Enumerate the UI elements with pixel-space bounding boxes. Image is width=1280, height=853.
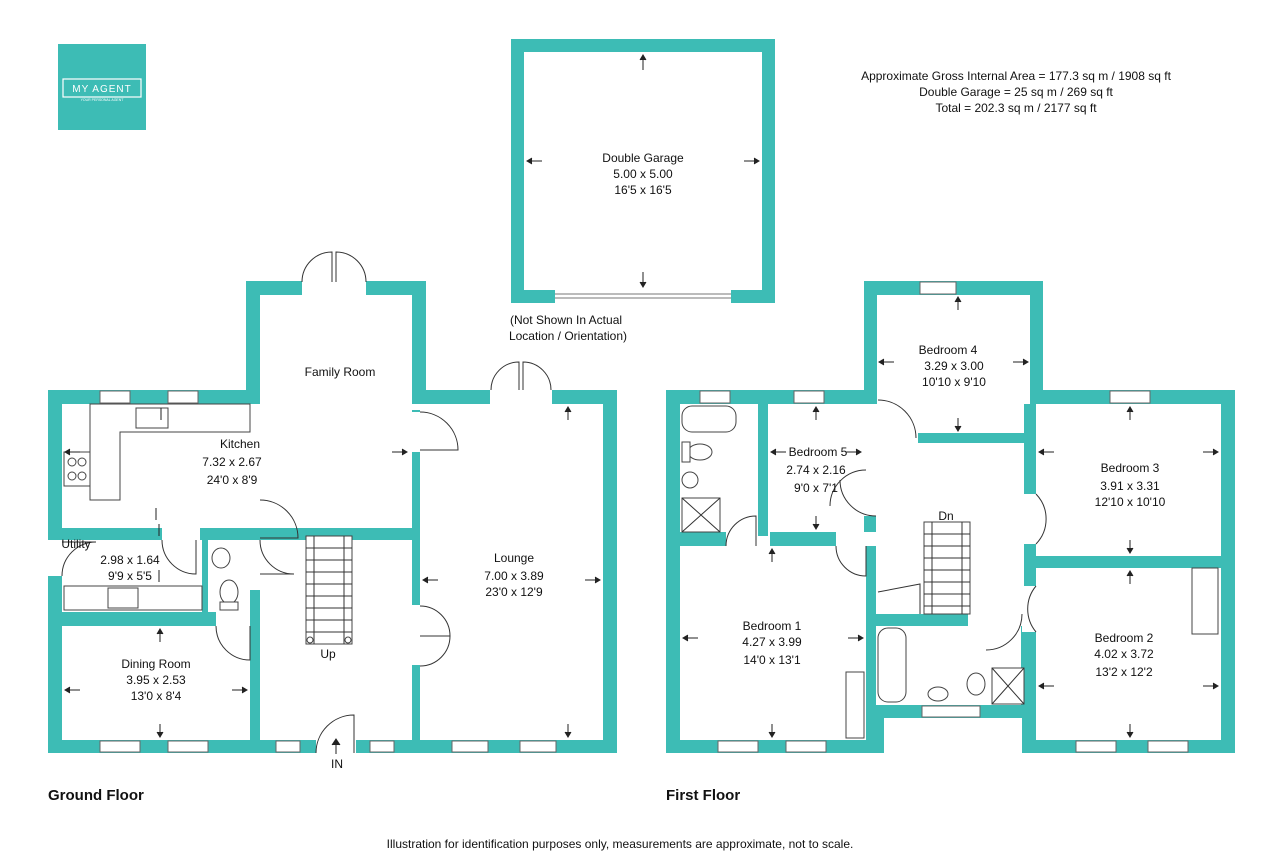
ground-floor-plan: Family Room Kitchen 7.32 x 2.67 24'0 x 8… bbox=[48, 251, 617, 771]
bedroom3-name: Bedroom 3 bbox=[1101, 461, 1160, 475]
bedroom5-metric: 2.74 x 2.16 bbox=[786, 463, 846, 477]
bedroom1-metric: 4.27 x 3.99 bbox=[742, 635, 802, 649]
bedroom4-metric: 3.29 x 3.00 bbox=[924, 359, 984, 373]
double-garage: Double Garage 5.00 x 5.00 16'5 x 16'5 bbox=[511, 39, 775, 303]
garage-note-line1: (Not Shown In Actual bbox=[510, 313, 622, 327]
ground-stairs bbox=[305, 535, 353, 645]
agent-logo: MY AGENT YOUR PERSONAL AGENT bbox=[58, 44, 146, 130]
garage-metric: 5.00 x 5.00 bbox=[613, 167, 673, 181]
bedroom4-name: Bedroom 4 bbox=[919, 343, 978, 357]
first-stairs bbox=[877, 521, 971, 615]
entrance-label: IN bbox=[331, 757, 343, 771]
family-room-name: Family Room bbox=[305, 365, 376, 379]
first-floor-title: First Floor bbox=[666, 787, 740, 804]
bedroom3-imperial: 12'10 x 10'10 bbox=[1095, 495, 1166, 509]
lounge-imperial: 23'0 x 12'9 bbox=[485, 585, 543, 599]
area-garage-text: Double Garage = 25 sq m / 269 sq ft bbox=[919, 85, 1113, 99]
area-total-text: Total = 202.3 sq m / 2177 sq ft bbox=[935, 101, 1097, 115]
bedroom5-imperial: 9'0 x 7'1 bbox=[794, 481, 838, 495]
bedroom4-imperial: 10'10 x 9'10 bbox=[922, 375, 986, 389]
bedroom2-imperial: 13'2 x 12'2 bbox=[1095, 665, 1153, 679]
garage-note-line2: Location / Orientation) bbox=[509, 329, 627, 343]
first-floor-plan: Bedroom 4 3.29 x 3.00 10'10 x 9'10 Bedro… bbox=[666, 281, 1235, 753]
area-summary: Approximate Gross Internal Area = 177.3 … bbox=[861, 69, 1171, 115]
bedroom1-name: Bedroom 1 bbox=[743, 619, 802, 633]
ground-floor-title: Ground Floor bbox=[48, 787, 144, 804]
logo-brand-text: MY AGENT bbox=[72, 84, 132, 95]
disclaimer-text: Illustration for identification purposes… bbox=[387, 837, 854, 851]
bedroom2-name: Bedroom 2 bbox=[1095, 631, 1154, 645]
first-stairs-label: Dn bbox=[938, 509, 953, 523]
garage-imperial: 16'5 x 16'5 bbox=[614, 183, 672, 197]
dining-room-imperial: 13'0 x 8'4 bbox=[131, 689, 182, 703]
lounge-name: Lounge bbox=[494, 551, 534, 565]
ground-stairs-label: Up bbox=[320, 647, 336, 661]
bedroom1-imperial: 14'0 x 13'1 bbox=[743, 653, 801, 667]
logo-tagline-text: YOUR PERSONAL AGENT bbox=[81, 98, 125, 102]
bedroom2-metric: 4.02 x 3.72 bbox=[1094, 647, 1154, 661]
utility-metric: 2.98 x 1.64 bbox=[100, 553, 160, 567]
kitchen-imperial: 24'0 x 8'9 bbox=[207, 473, 258, 487]
utility-imperial: 9'9 x 5'5 bbox=[108, 569, 152, 583]
kitchen-metric: 7.32 x 2.67 bbox=[202, 455, 262, 469]
bedroom5-name: Bedroom 5 bbox=[789, 445, 848, 459]
bedroom3-metric: 3.91 x 3.31 bbox=[1100, 479, 1160, 493]
dining-room-name: Dining Room bbox=[121, 657, 190, 671]
utility-name: Utility bbox=[61, 537, 90, 551]
area-gross-text: Approximate Gross Internal Area = 177.3 … bbox=[861, 69, 1171, 83]
kitchen-name: Kitchen bbox=[220, 437, 260, 451]
lounge-metric: 7.00 x 3.89 bbox=[484, 569, 544, 583]
dining-room-metric: 3.95 x 2.53 bbox=[126, 673, 186, 687]
garage-name: Double Garage bbox=[602, 151, 684, 165]
